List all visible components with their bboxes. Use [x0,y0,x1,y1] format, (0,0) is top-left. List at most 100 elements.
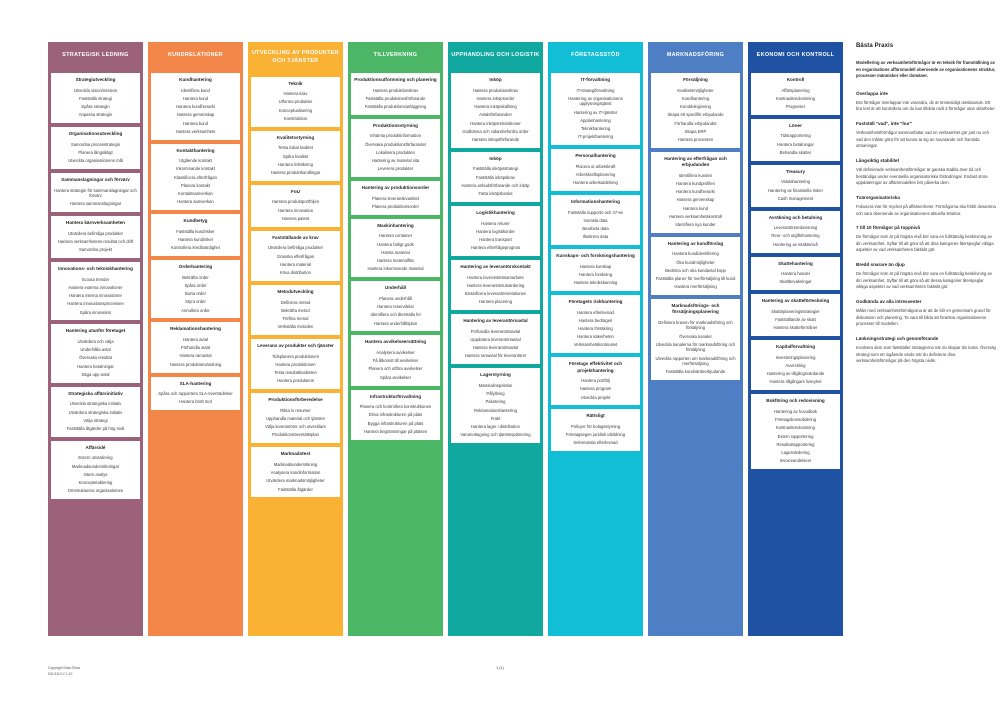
capability-item[interactable]: Reor- och utgiftshantering [771,233,820,239]
capability-item[interactable]: Hämta material [381,249,410,255]
capability-item[interactable]: Företagsegen juridisk utbildning [565,432,626,438]
capability-item[interactable]: Bekräfta order [182,274,209,280]
capability-item[interactable]: Behandla skatter [779,149,812,155]
capability-item[interactable]: Fastställa kundvärdeerbjudande [665,369,726,375]
capability-item[interactable]: Varumottagning och tjänsteoptimering [460,432,531,438]
capability-item[interactable]: Avtalsförfaranden [479,112,512,118]
capability-item[interactable]: Prognoser [785,104,806,110]
capability-item[interactable]: Hantera patent [281,215,310,221]
capability-item[interactable]: Spåra kvalitet [282,153,309,159]
capability-item[interactable]: Hantera container [378,233,413,239]
capability-item[interactable]: Hantera materialflöv [376,258,415,264]
capability-item[interactable]: Marknadsundersökning [273,461,318,467]
capability-item[interactable]: Fastställa åtgärder på hög nivå [66,426,125,432]
capability-item[interactable]: Säga upp avtal [81,371,110,377]
capability-item[interactable]: Planera underhåll [379,295,412,301]
capability-item[interactable]: IT-strategiförvaltning [576,87,615,93]
capability-item[interactable]: Avveckling [785,362,806,368]
capability-item[interactable]: Hantera betalningar [77,363,114,369]
capability-item[interactable]: Hantering av material sita [371,158,420,164]
capability-item[interactable]: Fastställa kundrisker [176,228,215,234]
capability-item[interactable]: Resultatrapportering [776,441,815,447]
capability-item[interactable]: Testa resultatkvaliteten [274,370,317,376]
capability-item[interactable]: Planera och kontrollera konstruktionen [359,404,432,410]
capability-item[interactable]: Skatteplaneringsstrategier [771,308,820,314]
capability-item[interactable]: Inkommande kontakt [176,166,215,172]
capability-item[interactable]: Hantera innovation [277,207,314,213]
capability-item[interactable]: Utveckla strategiska initiativ [69,401,122,407]
capability-item[interactable]: Hantera produkthandlingar [270,170,321,176]
capability-item[interactable]: Hantera betalningar [777,141,814,147]
capability-item[interactable]: Skapa ERP [684,128,707,134]
capability-item[interactable]: Hantera leverantörssamarbete [467,274,524,280]
capability-item[interactable]: Bedöma och oka kundavtal kopp [665,267,726,273]
capability-item[interactable]: Arbetskraftsplanering [575,171,616,177]
capability-item[interactable]: Omstrukturera organisationen [67,488,124,494]
capability-item[interactable]: IT-projekthantering [578,134,613,140]
capability-item[interactable]: Hantera gemenskap [176,112,215,118]
capability-group[interactable]: Marknadsförings- och försäljningsplaneri… [651,299,740,381]
capability-item[interactable]: Sekretariala efterlevnad [573,440,618,446]
capability-item[interactable]: Fastställande av skatt [775,317,816,323]
capability-item[interactable]: Hantering av finansiella risker [768,187,823,193]
capability-item[interactable]: Hantera gemenskap [676,197,715,203]
capability-item[interactable]: Cash management [777,195,814,201]
capability-item[interactable]: Hantera efterfrågeprognos [470,245,521,251]
capability-item[interactable]: Spåra och rapportera SLA-överträdelser [158,391,233,397]
capability-item[interactable]: Anpassa strategin [78,112,113,118]
capability-item[interactable]: Övervaka resultat [79,355,112,361]
capability-item[interactable]: Hantera kunskap [579,263,612,269]
capability-item[interactable]: Identifiera nya kunder [675,222,716,227]
capability-item[interactable]: Burta order [185,291,206,297]
capability-item[interactable]: Fastställa strategi [79,95,112,101]
capability-item[interactable]: Hantera logistikorder [476,228,515,234]
capability-item[interactable]: Hantera försäkring [578,326,613,331]
capability-item[interactable]: Hantera handel [781,271,810,277]
capability-item[interactable]: Hantera produktionskrav [472,87,519,93]
capability-item[interactable]: Extern utvärdering [78,455,113,461]
capability-item[interactable]: Övervaka produktionsförfarandet [365,141,426,147]
capability-item[interactable]: Hantera tillgångars livscykel [769,379,822,385]
capability-item[interactable]: Hantera produktanvändning [169,361,222,367]
capability-item[interactable]: Identifiera och återställa fel [370,312,421,318]
capability-item[interactable]: Planera leveranskvantitet [371,195,420,201]
capability-group[interactable]: Företags effektivitet och projekthanteri… [551,357,640,406]
capability-item[interactable]: Planera kontakt [180,182,211,188]
capability-item[interactable]: Konstruktion [283,115,308,121]
capability-item[interactable]: Hantera ramavtal [179,353,212,359]
capability-item[interactable]: Hantera leverantörsavtal [472,345,519,351]
capability-item[interactable]: Hantera kund [182,95,209,101]
capability-item[interactable]: Verkställa metoden [277,324,314,330]
capability-item[interactable]: Planera produktionsorder [371,204,420,210]
capability-item[interactable]: Hantera kundrisker [177,237,214,242]
capability-item[interactable]: Hantera transport [479,237,512,242]
capability-item[interactable]: Kvalitetsmöjligheter [677,87,714,93]
capability-item[interactable]: Hantera inköpsförfarande [471,136,520,142]
capability-item[interactable]: Bearbeta data [582,225,609,231]
capability-item[interactable]: Invoiceandelseer [779,458,812,464]
capability-item[interactable]: Fastställa planer för merförsäljning til… [655,276,736,282]
capability-item[interactable]: Analysera kundinformation [270,470,321,476]
capability-item[interactable]: Analysera avvikelser [376,349,415,355]
capability-item[interactable]: Affärsplanering [781,87,810,93]
capability-item[interactable]: Definiera kraven för marknadsföring och … [658,319,733,331]
capability-item[interactable]: Hantera brott mot [179,399,212,405]
capability-item[interactable]: Hantera placering [478,299,513,305]
capability-item[interactable]: Hantering av organisationens upplysnings… [568,95,623,107]
capability-item[interactable]: Hantera underhållsplan [373,320,418,326]
